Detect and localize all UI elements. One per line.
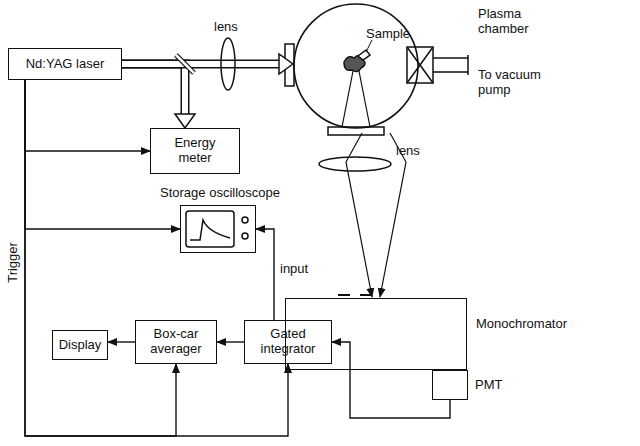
light-ray — [342, 66, 370, 127]
node-label: Display — [59, 338, 102, 353]
display-box: Display — [52, 330, 108, 360]
laser-beam — [122, 54, 293, 74]
monochromator-box: Monochromator — [285, 298, 467, 370]
beam-splitter — [176, 55, 194, 73]
scope-trace — [190, 220, 230, 240]
integrator-box: Gated integrator — [244, 320, 332, 364]
pump-pipe — [433, 55, 468, 75]
sample — [358, 50, 370, 60]
edge-label: input — [280, 262, 308, 277]
scope-knob — [242, 233, 248, 239]
part-label: Sample — [366, 27, 410, 42]
beam-splitter — [176, 55, 194, 73]
scope-screen — [186, 211, 234, 247]
averager-box: Box-car averager — [135, 320, 217, 364]
signal-line — [25, 80, 150, 151]
part-label: lens — [396, 144, 420, 159]
lens — [319, 157, 391, 171]
chamber-outline — [293, 3, 419, 129]
node-label: Gated integrator — [250, 327, 326, 357]
node-label: Storage oscilloscope — [159, 186, 281, 201]
node-label: Energy meter — [164, 136, 226, 166]
part-label: lens — [214, 20, 238, 35]
laser-box: Nd:YAG laser — [8, 48, 122, 80]
node-label: Nd:YAG laser — [26, 57, 105, 72]
laser-beam — [122, 64, 195, 128]
node-label: Plasma chamber — [478, 7, 550, 37]
oscilloscope-box: Storage oscilloscope — [180, 205, 256, 253]
signal-line — [25, 80, 180, 229]
signal-line — [25, 80, 288, 436]
slit — [338, 294, 372, 296]
valve — [407, 47, 433, 83]
signal-name: Trigger — [6, 242, 21, 283]
valve-cross — [407, 47, 433, 83]
node-label: Box-car averager — [141, 327, 211, 357]
plasma-chamber: Plasma chamber — [293, 3, 419, 129]
pmt-box: PMT — [432, 370, 468, 400]
part-label: To vacuum pump — [478, 68, 562, 98]
signal-line — [256, 229, 274, 320]
meter-box: Energy meter — [150, 128, 240, 174]
scope-knob — [242, 217, 248, 223]
signal-line — [217, 342, 244, 343]
signal-line — [108, 342, 135, 343]
node-label: Monochromator — [476, 317, 586, 332]
node-label: PMT — [475, 378, 519, 393]
leader-line — [366, 40, 372, 52]
lens — [221, 38, 235, 90]
signal-line — [25, 80, 176, 436]
